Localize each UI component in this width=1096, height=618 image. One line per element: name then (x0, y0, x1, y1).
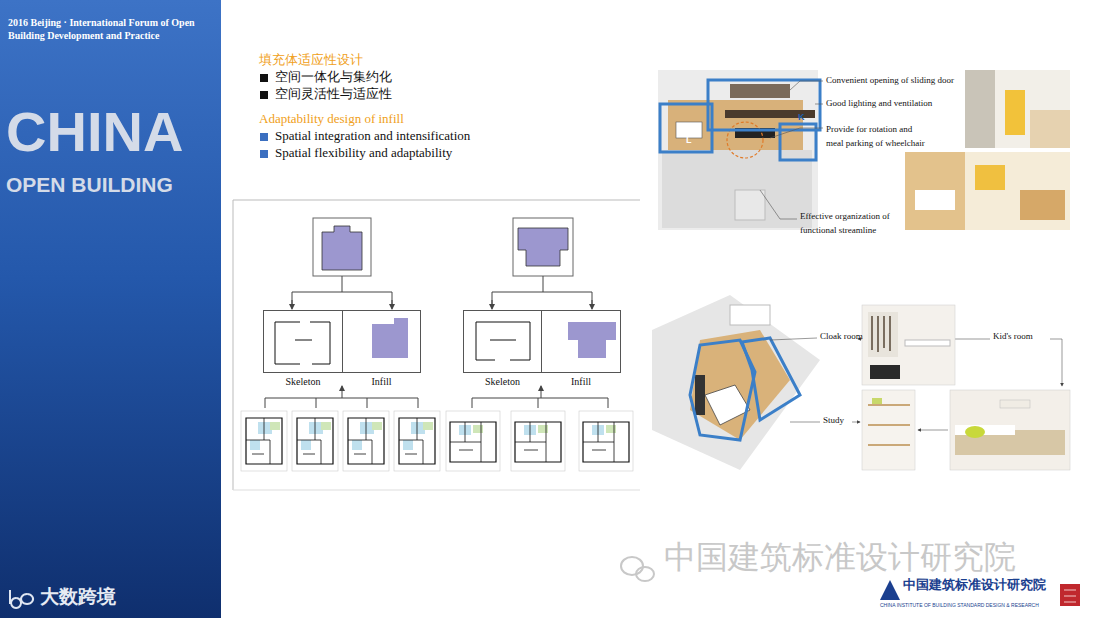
box-caption: Skeleton (264, 376, 342, 387)
institute-logo-text: 中国建筑标准设计研究院 (903, 578, 1063, 592)
plan-box: Infill (541, 310, 621, 373)
bullet-text: Spatial flexibility and adaptability (275, 146, 535, 160)
room-label: Kid's room (993, 332, 1048, 342)
institute-english-name: CHINA INSTITUTE OF BUILDING STANDARD DES… (880, 603, 1060, 609)
plan-box: Skeleton (263, 310, 343, 373)
bullet-square (260, 74, 268, 82)
bullet-square (260, 133, 268, 141)
room-label: Cloak room (820, 332, 865, 342)
bullet-text: 空间灵活性与适应性 (275, 87, 475, 101)
box-caption: Skeleton (464, 376, 541, 387)
brand-heading: CHINA (6, 104, 220, 160)
bullet-text: 空间一体化与集约化 (275, 70, 475, 84)
room-letter: L (686, 136, 698, 145)
forum-title: 2016 Beijing · International Forum of Op… (8, 16, 213, 42)
bullet-square (260, 150, 268, 158)
box-caption: Infill (343, 376, 420, 387)
section-title: 填充体适应性设计 (259, 53, 459, 67)
brand-subheading: OPEN BUILDING (6, 174, 220, 195)
callout-text: Convenient opening of sliding door (826, 75, 964, 87)
callout-text: Effective organization of functional str… (800, 209, 903, 238)
callout-text: Provide for rotation and meal parking of… (826, 122, 926, 151)
callout-text: Good lighting and ventilation (826, 98, 964, 110)
plan-box: Skeleton (463, 310, 542, 373)
bullet-square (260, 91, 268, 99)
bullet-text: Spatial integration and intensification (275, 129, 535, 143)
room-label: Study (823, 416, 853, 426)
plan-box: Infill (342, 310, 421, 373)
room-letter: K (798, 113, 810, 122)
section-title: Adaptability design of infill (259, 112, 509, 126)
box-caption: Infill (542, 376, 620, 387)
watermark: 中国建筑标准设计研究院 (664, 540, 1084, 575)
watermark: 大数跨境 (40, 586, 160, 607)
